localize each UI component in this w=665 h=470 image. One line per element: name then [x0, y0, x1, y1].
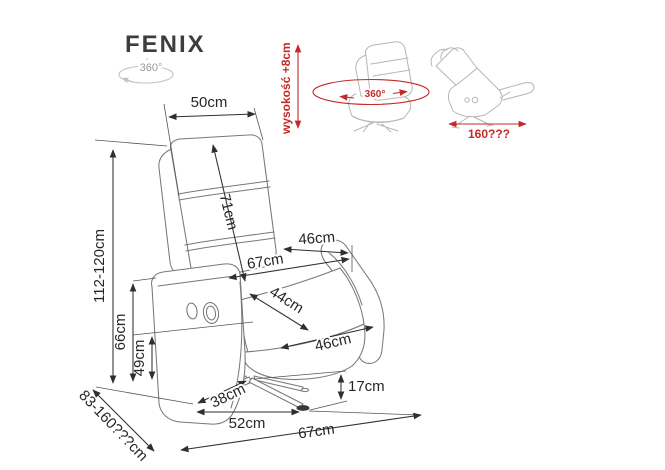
dim-label-112-120: 112-120cm: [91, 229, 108, 303]
dim-line-67-bottom: [180, 412, 422, 453]
dimension-overall-height: 112-120cm: [91, 149, 117, 384]
mini2-button-2: [471, 96, 479, 104]
dim-line-83-160: [92, 389, 155, 452]
dimension-overall-depth: 67cm: [180, 412, 422, 453]
ext-66-top: [132, 277, 157, 282]
mini1-legs: [353, 122, 399, 133]
swivel-arrow-right: [392, 89, 408, 96]
dim-line-67-upper: [228, 256, 350, 281]
height-gain-label: wysokość +8cm: [279, 42, 293, 135]
ext-17-top: [253, 370, 347, 380]
mini-chair-swivel: 360°: [312, 41, 430, 133]
dim-label-49: 49cm: [131, 340, 148, 377]
dimension-headrest-width: 50cm: [168, 94, 256, 121]
mini-chair-reclined: 160???: [430, 47, 535, 141]
height-gain-annotation: wysokość +8cm: [279, 42, 302, 135]
ext-floor-right: [308, 410, 421, 416]
dim-line-46-seat: [280, 325, 374, 350]
dimension-recline-span: 83-160???cm: [75, 387, 155, 465]
dim-label-17: 17cm: [348, 378, 385, 395]
dimension-armrest-length: 46cm: [283, 227, 349, 256]
dim-line-38: [197, 380, 247, 404]
armrest-control-button-1: [186, 302, 198, 320]
swivel-arrow-left: [339, 94, 355, 101]
swivel-arrow: [121, 77, 135, 83]
dimension-seat-height: 49cm: [131, 336, 156, 380]
ext-50-left: [163, 103, 180, 197]
swivel-icon-label: 360°: [140, 62, 163, 74]
mini1-seams: [370, 57, 411, 77]
ext-17-bottom: [309, 400, 348, 411]
dimension-base-clearance: 17cm: [337, 374, 385, 400]
foot-pad-back-right: [300, 387, 310, 393]
dim-line-46-armrest: [283, 246, 349, 256]
dim-line-50: [168, 110, 256, 121]
mini1-backrest: [365, 41, 413, 101]
swivel-ellipse: [118, 65, 174, 84]
ext-height-top: [94, 139, 168, 147]
dim-label-83-160: 83-160???cm: [75, 387, 151, 465]
mini2-body: [447, 67, 503, 118]
swivel-ellipse-red: [312, 78, 430, 106]
dimension-armrest-height: 66cm: [112, 283, 137, 382]
swivel-360-icon: 360°: [118, 58, 174, 84]
mini1-side: [355, 54, 372, 98]
mini1-skirt: [351, 115, 405, 123]
mini1-seat: [348, 93, 412, 123]
swivel-360-label: 360°: [365, 89, 386, 100]
dim-label-46-armrest: 46cm: [298, 229, 336, 249]
foot-pad-right: [296, 405, 310, 411]
armrest-control-button-2: [202, 302, 220, 324]
dim-label-52: 52cm: [229, 415, 266, 432]
armrest-control-button-2-inner: [205, 305, 217, 321]
recline-length-label: 160???: [468, 127, 510, 141]
ext-49-top: [132, 321, 254, 336]
dim-label-66: 66cm: [112, 314, 129, 351]
dim-label-50: 50cm: [191, 94, 228, 111]
mini2-backrest: [435, 47, 478, 89]
dim-label-67-bottom: 67cm: [297, 421, 336, 443]
dim-line-44: [249, 293, 309, 331]
page-title: FENIX: [125, 31, 206, 58]
mini2-footrest: [498, 82, 535, 101]
mini2-button-1: [464, 97, 470, 103]
